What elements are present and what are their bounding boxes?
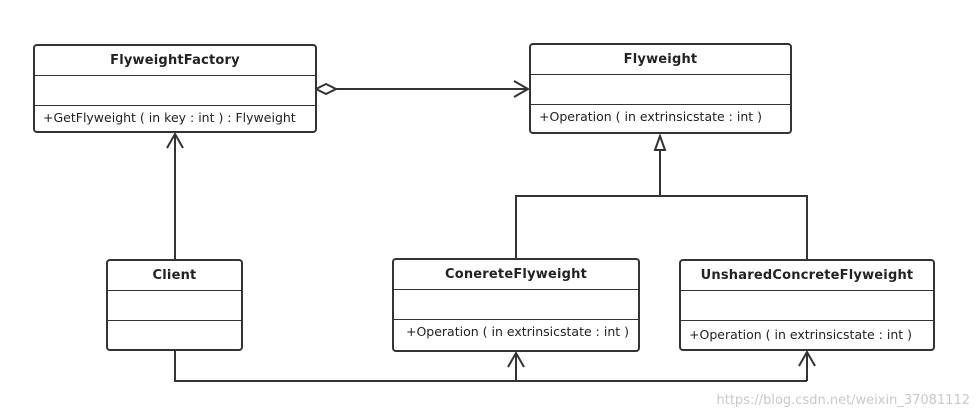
unshared-concrete-flyweight-class: UnsharedConcreteFlyweight +Operation ( i… [679, 259, 935, 351]
client-factory-arrowhead [166, 131, 184, 149]
client-unshared-arrowhead [798, 349, 816, 367]
operation-text: +Operation ( in extrinsicstate : int ) [681, 320, 933, 349]
operation-text: +GetFlyweight ( in key : int ) : Flyweig… [35, 105, 315, 131]
operation-text: +Operation ( in extrinsicstate : int ) [531, 104, 790, 132]
concrete-flyweight-class: ConereteFlyweight +Operation ( in extrin… [392, 258, 640, 352]
operation-text: +Operation ( in extrinsicstate : int ) [394, 319, 638, 350]
aggregation-arrowhead [513, 80, 531, 98]
class-name: Flyweight [623, 52, 698, 67]
class-name: ConereteFlyweight [444, 267, 588, 282]
attributes-compartment [531, 74, 790, 104]
operations-compartment [108, 320, 241, 349]
flyweight-factory-class: FlyweightFactory +GetFlyweight ( in key … [33, 44, 317, 133]
client-class: Client [106, 259, 243, 351]
attributes-compartment [394, 289, 638, 319]
attributes-compartment [681, 290, 933, 320]
attributes-compartment [35, 75, 315, 105]
attributes-compartment [108, 290, 241, 320]
class-name: Client [152, 268, 197, 283]
client-concrete-arrowhead [507, 350, 525, 368]
client-bottom-line [174, 350, 807, 382]
watermark-text: https://blog.csdn.net/weixin_37081112 [716, 393, 970, 408]
generalization-triangle [653, 133, 667, 151]
generalization-branch [515, 195, 808, 259]
aggregation-diamond [313, 82, 339, 96]
class-name: FlyweightFactory [110, 53, 240, 68]
class-name: UnsharedConcreteFlyweight [700, 268, 914, 283]
flyweight-class: Flyweight +Operation ( in extrinsicstate… [529, 43, 792, 134]
